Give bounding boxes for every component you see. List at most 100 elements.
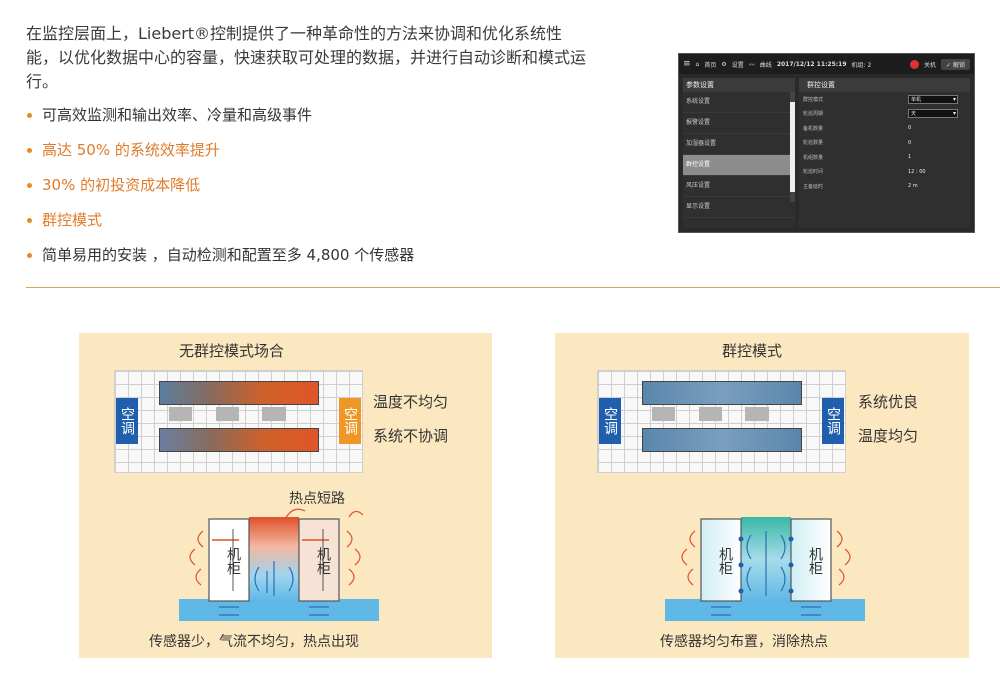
hmi-menu-item[interactable]: 显示设置 xyxy=(683,197,795,218)
perforated-tile xyxy=(169,407,193,421)
left-label-1: 温度不均匀 xyxy=(373,393,449,411)
hmi-param-row: 备机数量 0 xyxy=(799,121,970,136)
curve-icon[interactable]: 〰 xyxy=(748,61,755,69)
unlock-label: 解锁 xyxy=(952,61,965,69)
feature-item: 30% 的初投资成本降低 xyxy=(26,174,414,209)
hmi-curve[interactable]: 曲线 xyxy=(759,61,772,69)
hmi-param-value: 2 m xyxy=(908,183,918,190)
left-panel-title: 无群控模式场合 xyxy=(179,342,285,360)
hmi-param-label: 主备延时 xyxy=(803,183,824,190)
left-ac-unit-orange: 空调 xyxy=(339,398,361,444)
perforated-tile xyxy=(675,407,698,421)
right-diagram-panel: 群控模式 空调 空调 系统优良 温度均匀 xyxy=(555,333,969,658)
left-label-2: 系统不协调 xyxy=(373,427,449,445)
hmi-param-label: 轮巡数量 xyxy=(803,140,824,147)
perforated-tile xyxy=(769,407,792,421)
perforated-tile xyxy=(192,407,215,421)
perforated-tile xyxy=(215,407,239,421)
hamburger-icon[interactable]: ≡ xyxy=(683,59,691,69)
hmi-top-bar: ≡ ⌂ 首页 ⚙ 设置 〰 曲线 2017/12/12 11:25:19 机组:… xyxy=(679,54,974,74)
left-cabinet-2 xyxy=(298,518,340,602)
hmi-home[interactable]: 首页 xyxy=(704,61,717,69)
hmi-param-value: 0 xyxy=(908,139,912,146)
perforated-tile xyxy=(262,407,286,421)
hmi-param-row: 群控模式 单机 xyxy=(799,92,970,107)
hmi-param-label: 机组数量 xyxy=(803,154,824,161)
hmi-datetime: 2017/12/12 11:25:19 xyxy=(776,60,847,68)
home-icon[interactable]: ⌂ xyxy=(695,60,700,68)
left-cabinet-label-1: 机柜 xyxy=(225,547,241,575)
hmi-left-header: 参数设置 xyxy=(683,78,795,92)
unlock-icon: ✓ xyxy=(946,61,952,69)
hmi-param-label: 群控模式 xyxy=(803,96,824,103)
hmi-menu-item[interactable]: 群控设置 xyxy=(683,155,795,176)
hmi-right-header: 群控设置 xyxy=(799,78,970,92)
hmi-param-label: 轮巡时间 xyxy=(803,169,824,176)
hmi-menu: 参数设置 系统设置报警设置加湿器设置群控设置风压设置显示设置 xyxy=(683,78,795,228)
left-cold-aisle xyxy=(169,407,309,421)
right-rack-row-top xyxy=(642,381,802,405)
hmi-param-row: 轮巡周期 天 xyxy=(799,107,970,122)
feature-item: 高达 50% 的系统效率提升 xyxy=(26,139,414,174)
perforated-tile xyxy=(652,407,676,421)
right-panel-title: 群控模式 xyxy=(722,342,783,360)
right-label-1: 系统优良 xyxy=(858,393,919,411)
feature-item: 简单易用的安装 ，自动检测和配置至多 4,800 个传感器 xyxy=(26,244,414,279)
left-rack-row-top xyxy=(159,381,319,405)
perforated-tile xyxy=(698,407,722,421)
right-ac-unit-right: 空调 xyxy=(822,398,844,444)
right-airflow-diagram xyxy=(665,517,865,621)
gear-icon[interactable]: ⚙ xyxy=(721,60,727,68)
feature-item: 群控模式 xyxy=(26,209,414,244)
right-panel-caption: 传感器均匀布置，消除热点 xyxy=(660,634,828,650)
left-rack-row-bottom xyxy=(159,428,319,452)
left-cabinet-1 xyxy=(208,518,250,602)
hmi-param-select[interactable]: 单机 xyxy=(908,94,958,104)
left-airflow-diagram xyxy=(179,508,379,621)
left-room-floorplan: 空调 空调 xyxy=(114,370,363,473)
unlock-button[interactable]: ✓ 解锁 xyxy=(941,58,970,70)
hmi-param-panel: 群控设置 群控模式 单机轮巡周期 天备机数量 0 轮巡数量 0 机组数量 1 轮巡时间 12 : … xyxy=(799,78,970,228)
hotspot-label: 热点短路 xyxy=(289,491,345,507)
left-diagram-panel: 无群控模式场合 空调 空调 温度不均匀 系统不协调 热点短路 xyxy=(79,333,492,658)
feature-item: 可高效监测和输出效率、冷量和高级事件 xyxy=(26,104,414,139)
hmi-param-value: 1 xyxy=(908,154,912,161)
hmi-unit: 机组: 2 xyxy=(851,61,872,69)
hmi-param-label: 轮巡周期 xyxy=(803,111,824,118)
hmi-scrollbar[interactable] xyxy=(790,92,795,202)
hmi-param-row: 轮巡时间 12 : 00 xyxy=(799,165,970,180)
hmi-param-value: 0 xyxy=(908,125,912,132)
right-cabinet-label-2: 机柜 xyxy=(807,547,823,575)
hmi-param-label: 备机数量 xyxy=(803,125,824,132)
right-rack-row-bottom xyxy=(642,428,802,452)
hmi-settings[interactable]: 设置 xyxy=(731,61,744,69)
hmi-param-row: 机组数量 1 xyxy=(799,150,970,165)
section-divider xyxy=(26,287,1000,288)
right-label-2: 温度均匀 xyxy=(858,427,919,445)
hmi-param-select[interactable]: 天 xyxy=(908,109,958,119)
right-cabinet-1 xyxy=(700,518,742,602)
power-icon[interactable] xyxy=(910,59,920,69)
perforated-tile xyxy=(239,407,262,421)
hmi-menu-item[interactable]: 报警设置 xyxy=(683,113,795,134)
perforated-tile xyxy=(745,407,769,421)
left-cabinet-label-2: 机柜 xyxy=(315,547,331,575)
left-panel-caption: 传感器少，气流不均匀，热点出现 xyxy=(149,634,359,650)
hmi-param-row: 轮巡数量 0 xyxy=(799,136,970,151)
right-cold-aisle xyxy=(652,407,792,421)
right-raised-floor xyxy=(665,599,865,621)
hmi-param-row: 主备延时 2 m xyxy=(799,179,970,194)
hmi-power-label[interactable]: 关机 xyxy=(924,61,937,69)
right-room-floorplan: 空调 空调 xyxy=(597,370,846,473)
perforated-tile xyxy=(722,407,745,421)
right-ac-unit-left: 空调 xyxy=(599,398,621,444)
hmi-menu-item[interactable]: 系统设置 xyxy=(683,92,795,113)
hmi-param-value: 12 : 00 xyxy=(908,168,926,175)
perforated-tile xyxy=(286,407,309,421)
right-cabinet-2 xyxy=(790,518,832,602)
left-raised-floor xyxy=(179,599,379,621)
hmi-menu-item[interactable]: 加湿器设置 xyxy=(683,134,795,155)
hmi-menu-item[interactable]: 风压设置 xyxy=(683,176,795,197)
hmi-screenshot: ≡ ⌂ 首页 ⚙ 设置 〰 曲线 2017/12/12 11:25:19 机组:… xyxy=(678,53,975,233)
